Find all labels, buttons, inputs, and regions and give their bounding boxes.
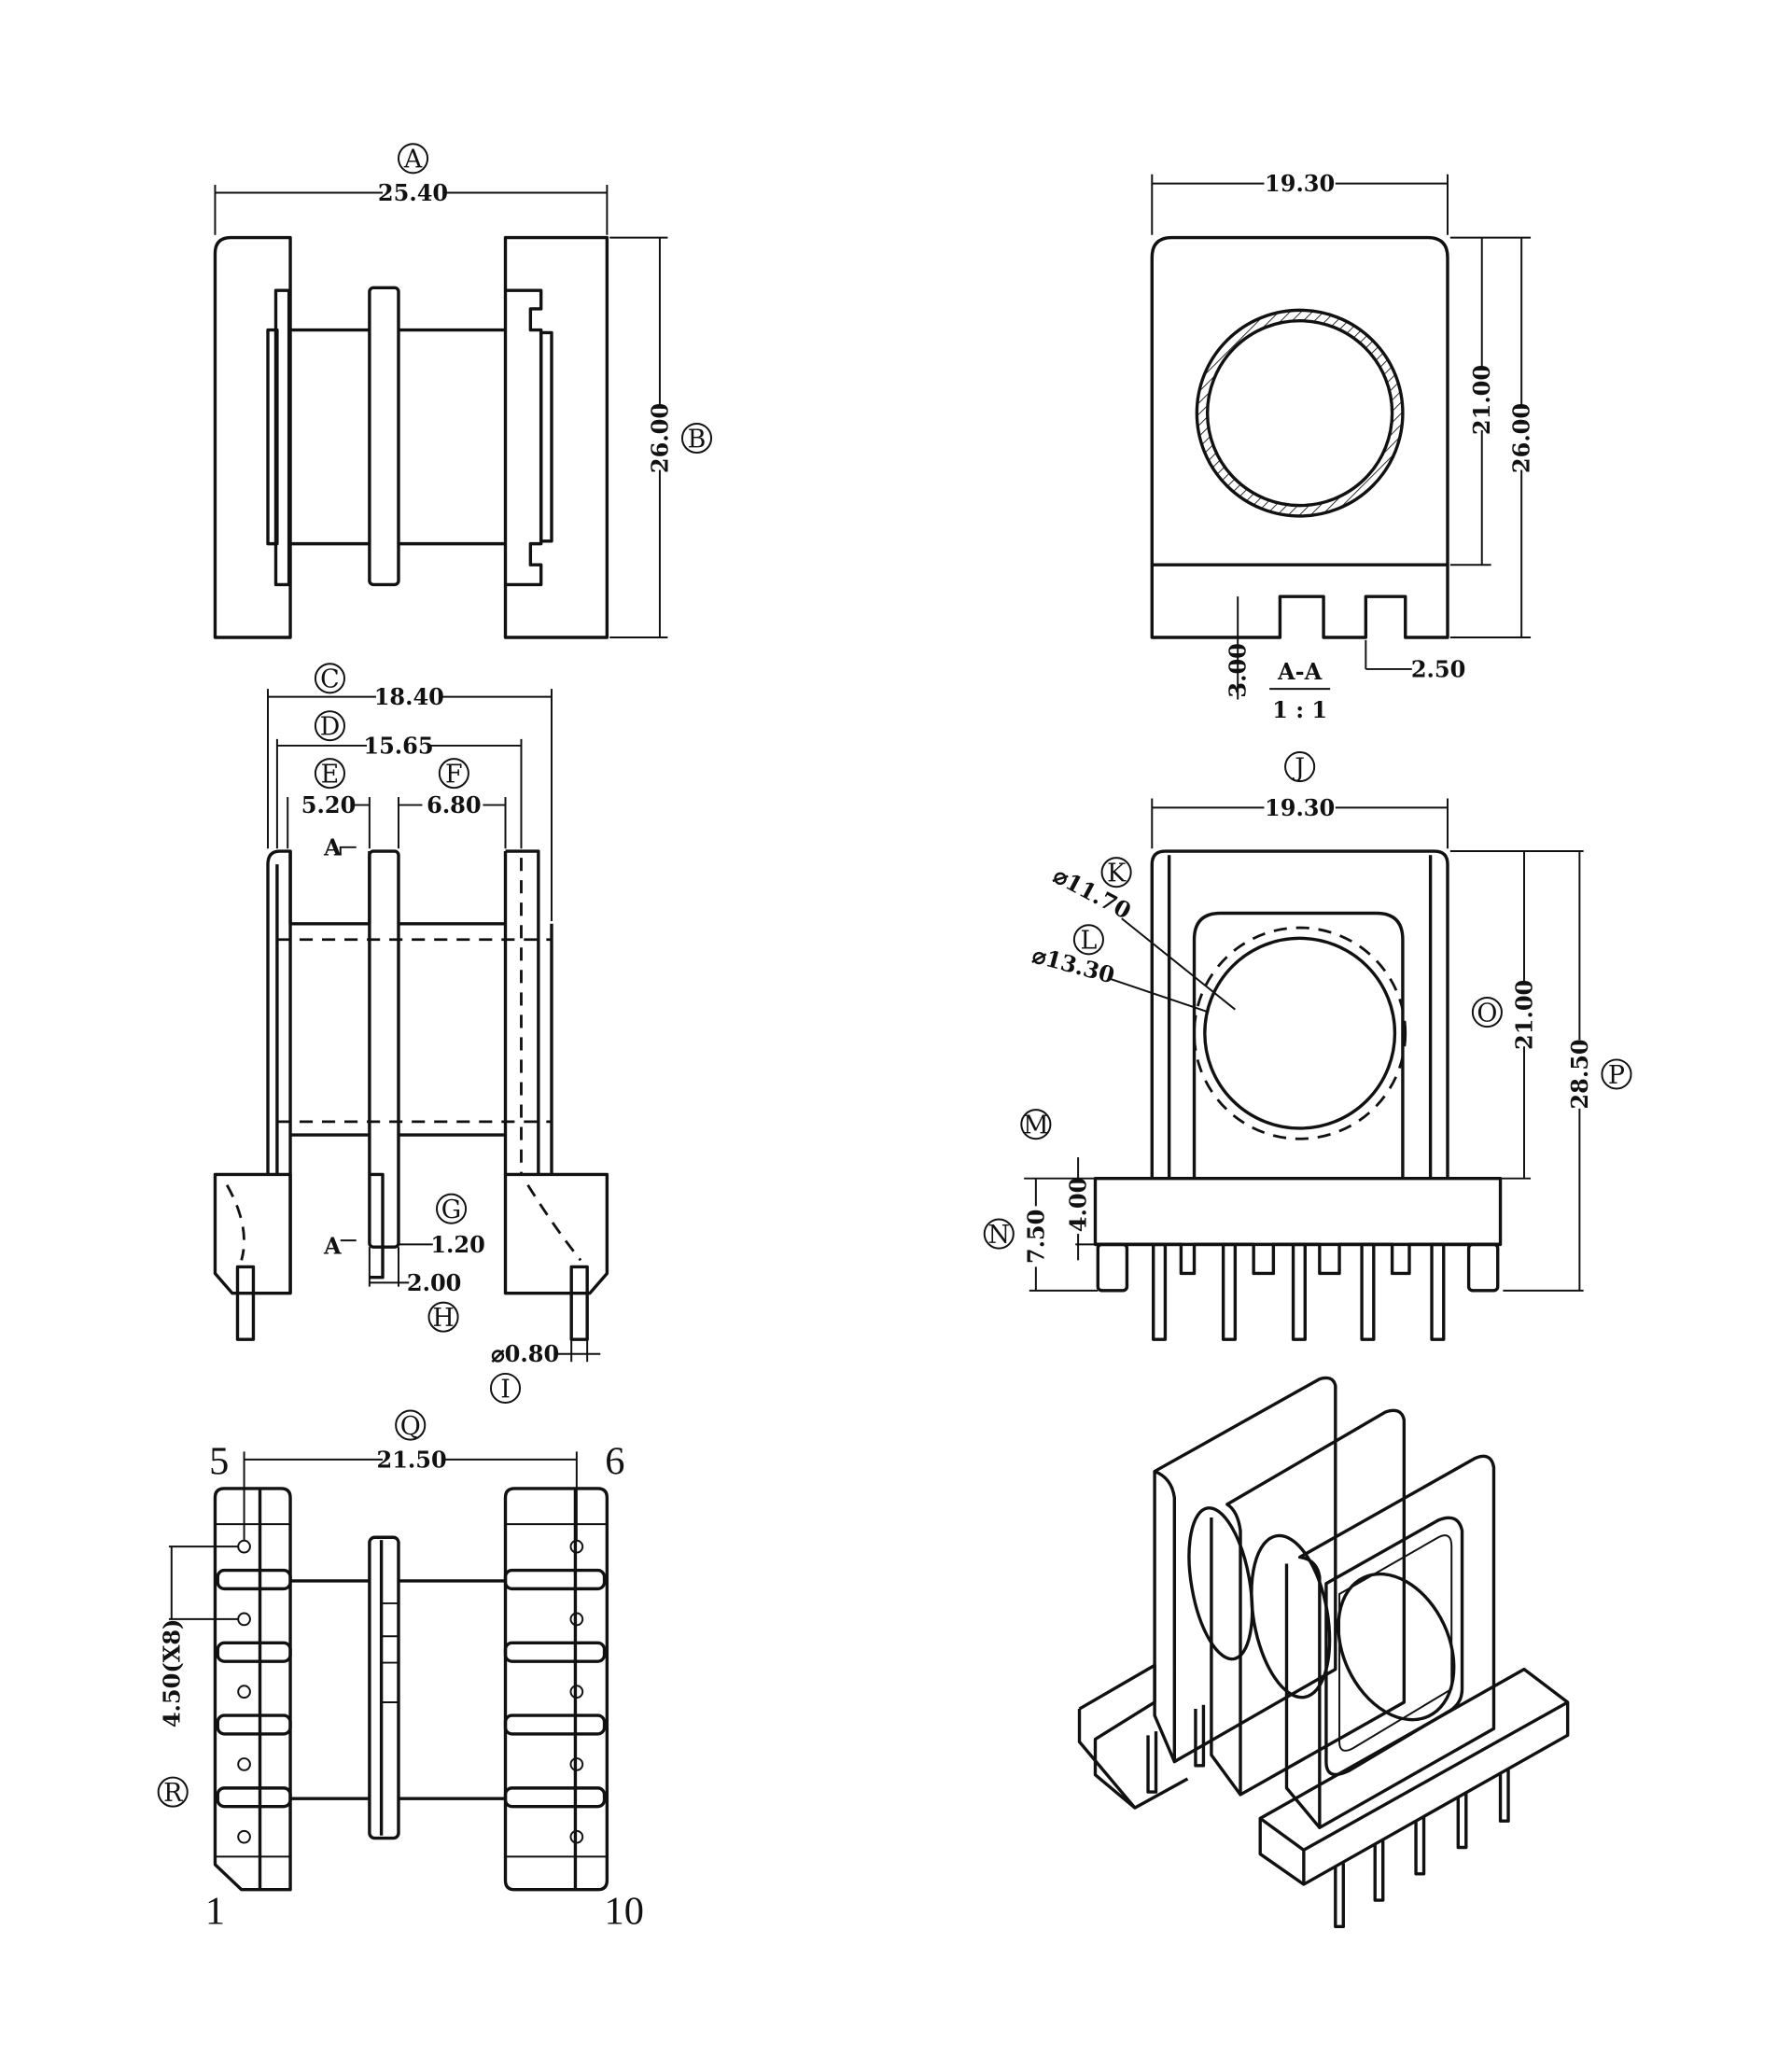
label-m: M [1023, 1112, 1049, 1140]
dim-h: 2.00 [407, 1269, 462, 1296]
label-a: A [403, 146, 423, 175]
dim-r: 4.50(X8) [158, 1619, 185, 1728]
dim-n: 7.50 [1022, 1210, 1049, 1265]
pin-label-6: 6 [605, 1439, 624, 1483]
dim-a: 25.40 [378, 179, 448, 206]
isometric-view [1077, 1376, 1570, 1929]
label-k: K [1107, 860, 1127, 888]
label-i: I [500, 1375, 511, 1404]
pin-label-5: 5 [209, 1439, 229, 1483]
pin-label-1: 1 [205, 1889, 225, 1933]
dim-section-height: 26.00 [1508, 403, 1535, 473]
dim-tab: 2.50 [1411, 655, 1466, 682]
dim-q: 21.50 [377, 1446, 447, 1473]
label-e: E [321, 761, 340, 790]
front-view: A 25.40 26.00 B [213, 143, 713, 639]
dim-j: 19.30 [1265, 794, 1335, 821]
section-mark-bottom: A [323, 1232, 342, 1259]
dim-section-inner-height: 21.00 [1468, 365, 1495, 435]
isometric-pins [1146, 1704, 1510, 1929]
bottom-view-ribs [216, 1568, 607, 1809]
dim-f: 6.80 [427, 791, 481, 818]
label-h: H [432, 1304, 454, 1333]
label-p: P [1608, 1061, 1625, 1090]
pin-label-10: 10 [605, 1889, 644, 1933]
label-q: Q [400, 1412, 421, 1441]
dim-o: 21.00 [1510, 980, 1537, 1050]
dim-c: 18.40 [374, 683, 444, 710]
dim-b: 26.00 [646, 403, 673, 473]
dim-i: ⌀0.80 [491, 1340, 559, 1367]
dim-section-width: 19.30 [1265, 170, 1335, 197]
section-label: A-A [1277, 658, 1323, 685]
label-j: J [1292, 753, 1305, 782]
label-d: D [320, 713, 341, 742]
dim-p: 28.50 [1566, 1039, 1593, 1109]
label-b: B [688, 425, 707, 454]
end-view-pins [1152, 1242, 1446, 1341]
scale-label: 1 : 1 [1272, 696, 1327, 723]
dim-m: 4.00 [1065, 1178, 1092, 1233]
label-n: N [988, 1221, 1011, 1250]
dim-l: ⌀13.30 [1029, 941, 1117, 988]
dim-slot: 3.00 [1225, 643, 1252, 698]
label-l: L [1080, 927, 1097, 956]
dim-e: 5.20 [301, 791, 356, 818]
dim-g: 1.20 [430, 1231, 485, 1258]
label-c: C [320, 665, 340, 694]
section-mark-top: A [323, 833, 342, 860]
bottom-view: Q 21.50 4.50(X8) R 5 6 1 10 [157, 1409, 644, 1933]
side-view: C 18.40 D 15.65 E 5.20 F 6.80 A A G 1.20… [213, 663, 609, 1404]
label-g: G [441, 1196, 461, 1224]
dim-d: 15.65 [363, 732, 433, 759]
label-r: R [163, 1779, 183, 1808]
section-view-a-a: 19.30 21.00 26.00 3.00 2.50 A-A 1 : 1 [1150, 170, 1535, 723]
label-f: F [445, 761, 463, 790]
end-view: J 19.30 K ⌀11.70 L ⌀13.30 M 4.00 7.50 N … [983, 751, 1632, 1341]
label-o: O [1477, 999, 1497, 1028]
